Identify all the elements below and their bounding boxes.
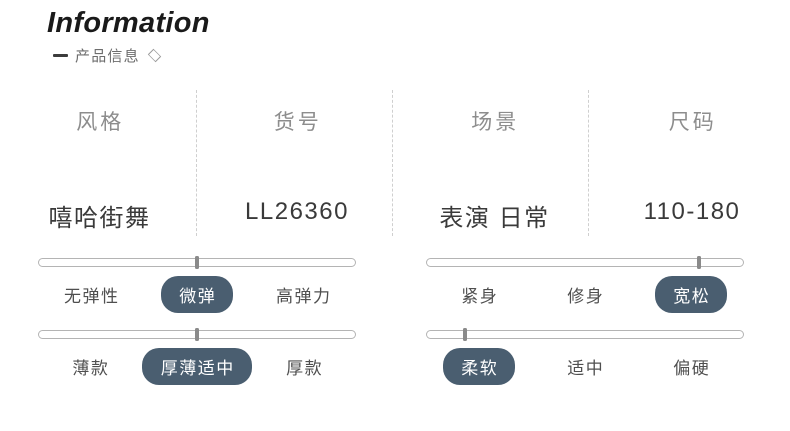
spec-column-style: 风格 嘻哈街舞 [0, 88, 198, 238]
spec-header: 风格 [76, 111, 125, 134]
subtitle-label: 产品信息 [75, 47, 140, 65]
spec-column-item-number: 货号 LL26360 [198, 88, 396, 238]
slider-options: 紧身 修身 宽松 [426, 276, 744, 313]
slider-option[interactable]: 偏硬 [673, 359, 711, 378]
slider-option[interactable]: 高弹力 [276, 287, 332, 306]
slider-option[interactable]: 宽松 [654, 276, 728, 313]
dash-icon [53, 53, 68, 57]
slider-option[interactable]: 柔软 [442, 348, 516, 385]
spec-grid: 风格 嘻哈街舞 货号 LL26360 场景 表演 日常 尺码 110-180 [0, 88, 790, 238]
slider-option[interactable]: 无弹性 [64, 287, 120, 306]
slider-track[interactable] [426, 328, 744, 341]
slider-thumb[interactable] [462, 328, 467, 341]
spec-header: 场景 [471, 111, 520, 134]
spec-value: 110-180 [643, 198, 741, 225]
slider-option[interactable]: 修身 [567, 287, 605, 306]
spec-value: 表演 日常 [439, 205, 550, 232]
column-divider [588, 90, 589, 236]
slider-option[interactable]: 适中 [567, 359, 605, 378]
slider-option[interactable]: 紧身 [461, 287, 499, 306]
spec-value: 嘻哈街舞 [48, 205, 151, 232]
slider-thumb[interactable] [195, 256, 199, 269]
slider-options: 柔软 适中 偏硬 [426, 348, 744, 385]
slider-track[interactable] [426, 256, 744, 269]
slider-thumb[interactable] [195, 328, 199, 341]
subtitle-row: 产品信息 [53, 45, 210, 66]
spec-header: 货号 [273, 111, 322, 134]
slider-options: 无弹性 微弹 高弹力 [38, 276, 356, 313]
slider-option[interactable]: 厚薄适中 [142, 348, 252, 385]
spec-value: LL26360 [245, 198, 349, 225]
slider-thickness[interactable]: 薄款 厚薄适中 厚款 [38, 328, 356, 392]
slider-option[interactable]: 厚款 [286, 359, 324, 378]
slider-track[interactable] [38, 256, 356, 269]
slider-thumb[interactable] [696, 256, 701, 269]
information-header: Information 产品信息 [47, 7, 210, 66]
slider-option[interactable]: 微弹 [160, 276, 234, 313]
slider-softness[interactable]: 柔软 适中 偏硬 [426, 328, 744, 392]
column-divider [196, 90, 197, 236]
column-divider [392, 90, 393, 236]
page-title: Information [47, 7, 210, 39]
slider-fit[interactable]: 紧身 修身 宽松 [426, 256, 744, 320]
spec-table: 风格 嘻哈街舞 货号 LL26360 场景 表演 日常 尺码 110-180 [0, 88, 790, 238]
diamond-outline-icon [147, 48, 162, 63]
spec-column-size: 尺码 110-180 [593, 88, 790, 238]
slider-track[interactable] [38, 328, 356, 341]
slider-option[interactable]: 薄款 [72, 359, 110, 378]
slider-options: 薄款 厚薄适中 厚款 [38, 348, 356, 385]
spec-column-scene: 场景 表演 日常 [395, 88, 593, 238]
slider-elasticity[interactable]: 无弹性 微弹 高弹力 [38, 256, 356, 320]
spec-header: 尺码 [668, 111, 717, 134]
